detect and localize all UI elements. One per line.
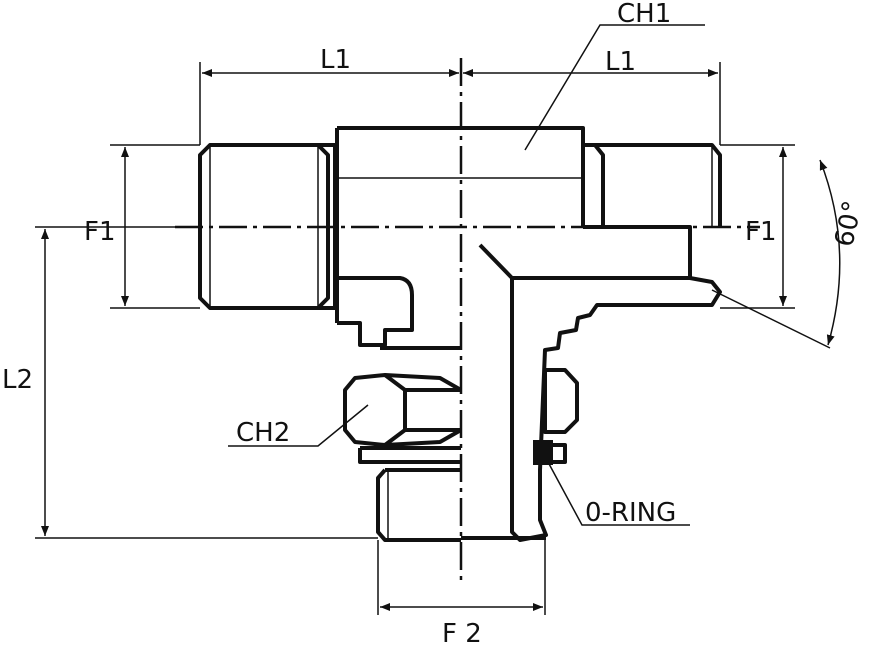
lower-thread-end [376, 468, 546, 542]
dimension-lines [35, 24, 841, 615]
dim-l1-left: L1 [320, 45, 351, 75]
right-thread-end [583, 143, 722, 227]
section-hatched [510, 276, 722, 542]
hex-nut-ch2 [343, 346, 462, 464]
label-ch2: CH2 [236, 418, 290, 448]
dim-angle: 60° [830, 198, 869, 249]
tee-body [335, 126, 692, 347]
dim-l1-right: L1 [605, 47, 636, 77]
dim-f2: F 2 [442, 619, 482, 649]
o-ring-seal [533, 440, 553, 465]
label-ch1: CH1 [617, 0, 671, 29]
dim-f1-right: F1 [745, 217, 777, 247]
dim-l2: L2 [2, 365, 33, 395]
label-o-ring: 0-RING [585, 498, 676, 528]
dim-f1-left: F1 [84, 217, 116, 247]
bore-edge [478, 243, 514, 280]
seal-groove [533, 368, 579, 465]
